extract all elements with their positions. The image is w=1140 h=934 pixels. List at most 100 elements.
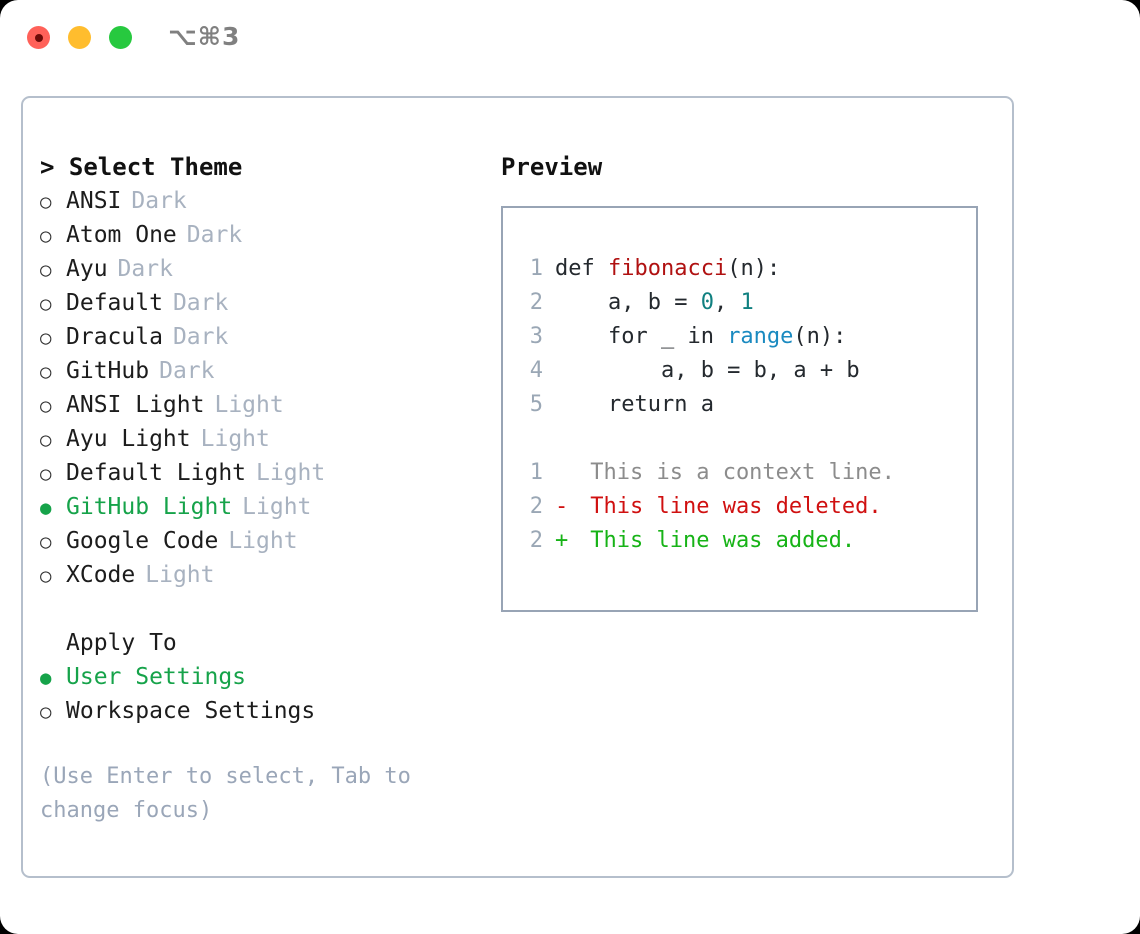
theme-option-dracula[interactable]: ○ Dracula Dark	[40, 320, 490, 354]
radio-unselected-icon: ○	[40, 565, 52, 587]
theme-option-default-light[interactable]: ○ Default Light Light	[40, 456, 490, 490]
radio-unselected-icon: ○	[40, 361, 52, 383]
theme-variant-tag: Light	[256, 460, 326, 486]
code-token: (n):	[727, 256, 781, 281]
diff-line: 1 This is a context line.	[517, 456, 976, 490]
diff-text: This line was added.	[577, 528, 856, 553]
keyboard-shortcut-label: ⌥⌘3	[168, 22, 241, 51]
theme-option-ansi[interactable]: ○ ANSI Dark	[40, 184, 490, 218]
radio-unselected-icon: ○	[40, 293, 52, 315]
title-bar: ⌥⌘3	[0, 0, 1140, 78]
theme-variant-tag: Dark	[131, 188, 187, 214]
radio-unselected-icon: ○	[40, 327, 52, 349]
radio-unselected-icon: ○	[40, 191, 52, 213]
theme-option-label: GitHub	[66, 358, 150, 384]
diff-text: This line was deleted.	[577, 494, 882, 519]
apply-to-option-label: Workspace Settings	[66, 698, 316, 724]
diff-text: This is a context line.	[577, 460, 895, 485]
theme-option-label: Ayu	[66, 256, 108, 282]
code-token: return a	[555, 392, 714, 417]
theme-option-github-light[interactable]: ● GitHub Light Light	[40, 490, 490, 524]
line-number: 5	[529, 392, 543, 417]
code-line: 4 a, b = b, a + b	[517, 354, 976, 388]
theme-variant-tag: Light	[228, 528, 298, 554]
line-number: 3	[529, 324, 543, 349]
theme-variant-tag: Light	[145, 562, 215, 588]
radio-unselected-icon: ○	[40, 701, 52, 723]
line-number: 2	[529, 290, 543, 315]
apply-to-option-user-settings[interactable]: ● User Settings	[40, 660, 490, 694]
radio-selected-icon: ●	[40, 497, 52, 519]
theme-option-label: Default Light	[66, 460, 247, 486]
theme-option-label: XCode	[66, 562, 136, 588]
theme-option-xcode[interactable]: ○ XCode Light	[40, 558, 490, 592]
theme-variant-tag: Light	[242, 494, 312, 520]
list-spacer	[40, 592, 490, 626]
line-number: 1	[529, 256, 543, 281]
line-number: 2	[529, 528, 543, 553]
theme-option-label: ANSI	[66, 188, 122, 214]
theme-variant-tag: Dark	[172, 324, 229, 350]
code-diff-spacer	[517, 422, 976, 456]
code-line: 2 a, b = 0, 1	[517, 286, 976, 320]
theme-option-label: Dracula	[66, 324, 163, 350]
radio-unselected-icon: ○	[40, 429, 52, 451]
window-controls	[27, 26, 132, 49]
apply-to-label: Apply To	[66, 630, 177, 656]
radio-unselected-icon: ○	[40, 531, 52, 553]
theme-variant-tag: Light	[200, 426, 270, 452]
code-token: 0	[700, 290, 714, 315]
diff-line: 2 + This line was added.	[517, 524, 976, 558]
line-number: 4	[529, 358, 543, 383]
line-number: 1	[529, 460, 543, 485]
theme-option-ayu-light[interactable]: ○ Ayu Light Light	[40, 422, 490, 456]
radio-selected-icon: ●	[40, 667, 52, 689]
code-token: range	[727, 324, 794, 349]
theme-variant-tag: Dark	[186, 222, 243, 248]
theme-variant-tag: Light	[214, 392, 284, 418]
apply-to-list: ● User Settings ○ Workspace Settings	[40, 660, 490, 728]
theme-option-label: Ayu Light	[66, 426, 191, 452]
theme-variant-tag: Dark	[172, 290, 229, 316]
theme-option-default[interactable]: ○ Default Dark	[40, 286, 490, 320]
preview-heading: Preview	[501, 153, 603, 181]
diff-marker	[555, 456, 577, 490]
apply-to-option-label: User Settings	[66, 664, 247, 690]
theme-option-google-code[interactable]: ○ Google Code Light	[40, 524, 490, 558]
code-token: a, b =	[555, 290, 701, 315]
theme-option-label: Google Code	[66, 528, 219, 554]
line-number: 2	[529, 494, 543, 519]
keyboard-hint-text: (Use Enter to select, Tab to change focu…	[40, 764, 425, 823]
theme-option-label: Default	[66, 290, 163, 316]
apply-to-option-workspace-settings[interactable]: ○ Workspace Settings	[40, 694, 490, 728]
code-token: 1	[740, 290, 754, 315]
select-theme-heading: > Select Theme	[40, 153, 243, 181]
code-token: a, b = b, a + b	[555, 358, 860, 383]
code-line: 5 return a	[517, 388, 976, 422]
theme-option-label: Atom One	[66, 222, 177, 248]
code-token: for _ in	[555, 324, 728, 349]
code-token: ,	[713, 290, 741, 315]
code-token: def	[555, 256, 608, 281]
close-window-button[interactable]	[27, 26, 50, 49]
diff-sample: 1 This is a context line.2- This line wa…	[517, 456, 976, 558]
code-line: 3 for _ in range(n):	[517, 320, 976, 354]
diff-marker: +	[555, 528, 569, 553]
radio-unselected-icon: ○	[40, 463, 52, 485]
zoom-window-button[interactable]	[109, 26, 132, 49]
theme-option-label: GitHub Light	[66, 494, 233, 520]
minimize-window-button[interactable]	[68, 26, 91, 49]
theme-option-label: ANSI Light	[66, 392, 205, 418]
